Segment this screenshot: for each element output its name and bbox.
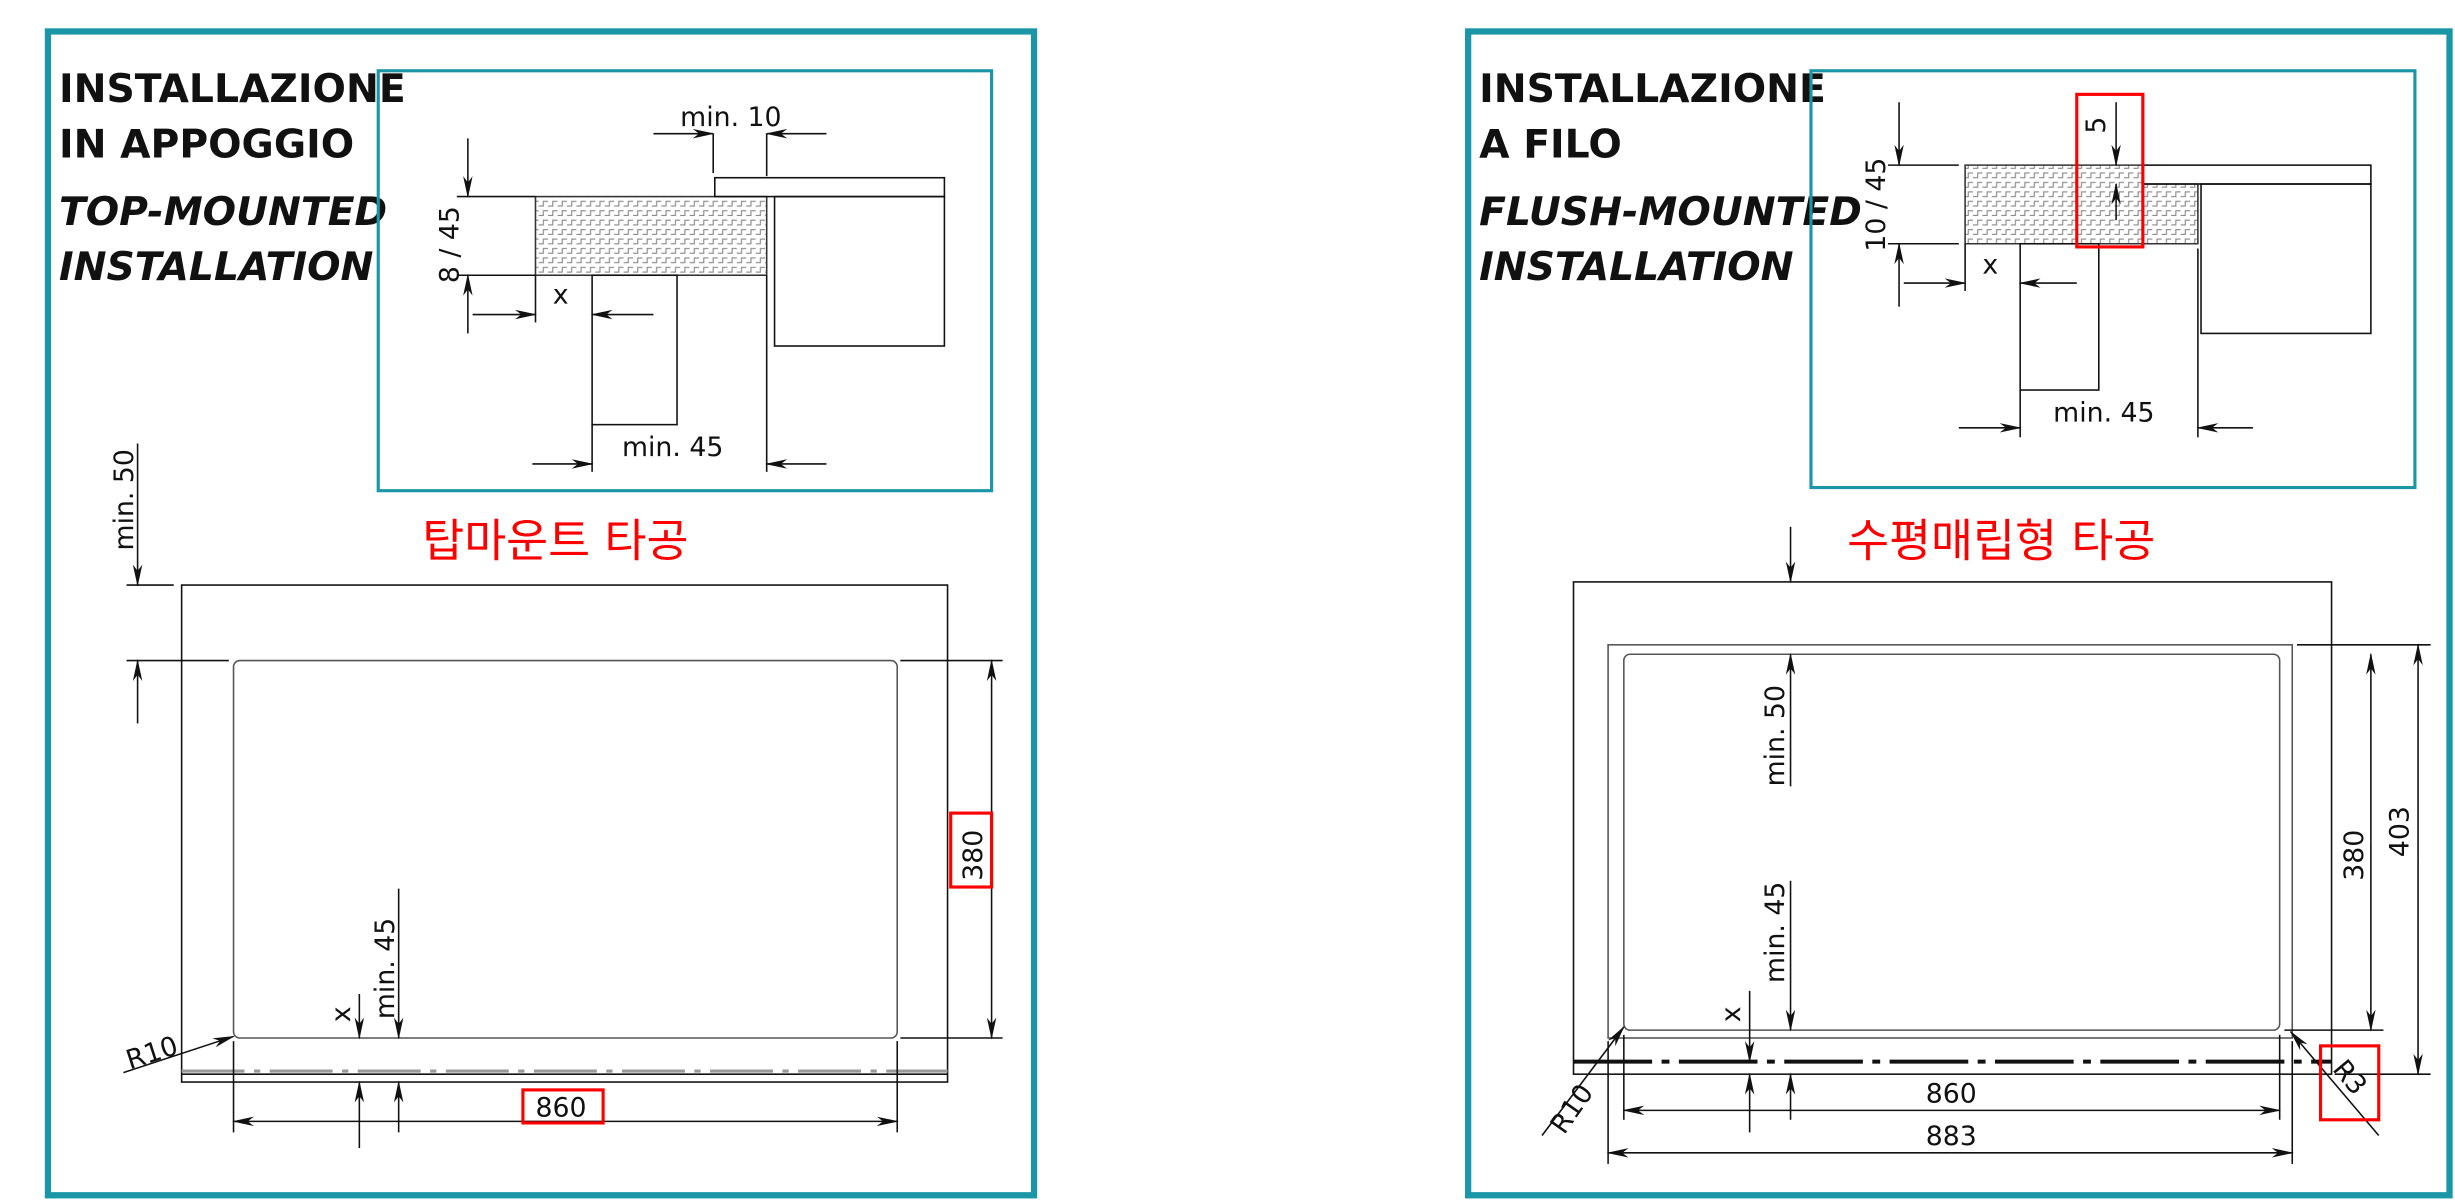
worktop-outline bbox=[1572, 581, 2333, 1075]
panel-flush-mounted: INSTALLAZIONE A FILO FLUSH-MOUNTED INSTA… bbox=[1464, 28, 2453, 1199]
panel-frame bbox=[44, 28, 1038, 1199]
title-it-line1: INSTALLAZIONE bbox=[1479, 67, 1826, 112]
dim-min-50: min. 50 bbox=[109, 449, 140, 550]
detail-frame bbox=[376, 69, 994, 493]
dim-min-45-plan: min. 45 bbox=[370, 918, 401, 1019]
dim-403: 403 bbox=[2385, 806, 2416, 857]
cutout-outline bbox=[232, 659, 899, 1039]
dim-x: x bbox=[1982, 250, 1998, 281]
title-en-line2: INSTALLATION bbox=[59, 245, 374, 290]
dim-r10: R10 bbox=[122, 1030, 182, 1076]
dim-x: x bbox=[553, 280, 569, 311]
countertop bbox=[534, 195, 768, 277]
dim-min-45: min. 45 bbox=[2053, 397, 2154, 428]
dim-min-45-plan: min. 45 bbox=[1760, 882, 1791, 983]
dim-min-50: min. 50 bbox=[1760, 685, 1791, 786]
cabinet-side bbox=[591, 274, 678, 426]
worktop-outline bbox=[180, 584, 949, 1083]
section-detail: 5 10 / 45 x min. 45 bbox=[1809, 69, 2417, 490]
cabinet-side bbox=[2019, 242, 2100, 391]
panel-top-mounted: INSTALLAZIONE IN APPOGGIO TOP-MOUNTED IN… bbox=[44, 28, 1038, 1199]
dim-x-plan: x bbox=[1716, 1006, 1747, 1022]
title-en-line1: FLUSH-MOUNTED bbox=[1479, 190, 1862, 235]
title-it-line2: A FILO bbox=[1479, 122, 1622, 167]
detail-frame bbox=[1809, 69, 2417, 490]
highlight-r3 bbox=[2318, 1044, 2381, 1122]
cutout-plan: min. 50 380 860 x min. 45 R10 bbox=[109, 443, 1003, 1149]
dim-x-plan: x bbox=[326, 1006, 357, 1022]
dim-380: 380 bbox=[2339, 830, 2370, 881]
hob-body bbox=[2200, 183, 2372, 335]
title-en-line2: INSTALLATION bbox=[1479, 245, 1794, 290]
dim-min-10: min. 10 bbox=[680, 102, 781, 133]
dim-thickness: 8 / 45 bbox=[434, 206, 465, 283]
dim-883: 883 bbox=[1926, 1121, 1977, 1152]
dim-860: 860 bbox=[1926, 1078, 1977, 1109]
dim-min-45: min. 45 bbox=[622, 432, 723, 463]
section-detail: min. 10 8 / 45 x min. 45 bbox=[376, 69, 994, 493]
caption-korean: 탑마운트 타공 bbox=[422, 515, 688, 568]
dim-thickness: 10 / 45 bbox=[1861, 158, 1892, 252]
caption-korean: 수평매립형 타공 bbox=[1847, 515, 2155, 568]
dim-380: 380 bbox=[958, 830, 989, 881]
panel-frame bbox=[1464, 28, 2453, 1199]
title-it-line1: INSTALLAZIONE bbox=[59, 67, 406, 112]
title-it-line2: IN APPOGGIO bbox=[59, 122, 354, 167]
highlight-5 bbox=[2075, 92, 2145, 249]
highlight-860 bbox=[521, 1088, 605, 1125]
highlight-380 bbox=[949, 811, 994, 889]
countertop bbox=[1964, 164, 2199, 245]
hob-body bbox=[773, 195, 946, 347]
hob-glass bbox=[2142, 164, 2372, 185]
recess-outline bbox=[1607, 644, 2294, 1039]
dim-r3: R3 bbox=[2326, 1054, 2373, 1101]
cutout-plan: min. 50 min. 45 x 380 403 860 8 bbox=[1541, 526, 2431, 1164]
cutout-outline bbox=[1623, 653, 2281, 1031]
dim-5: 5 bbox=[2081, 117, 2112, 134]
dim-r10: R10 bbox=[1544, 1079, 1600, 1140]
hob-glass bbox=[714, 176, 946, 198]
dim-860: 860 bbox=[535, 1093, 586, 1124]
title-en-line1: TOP-MOUNTED bbox=[59, 190, 387, 235]
